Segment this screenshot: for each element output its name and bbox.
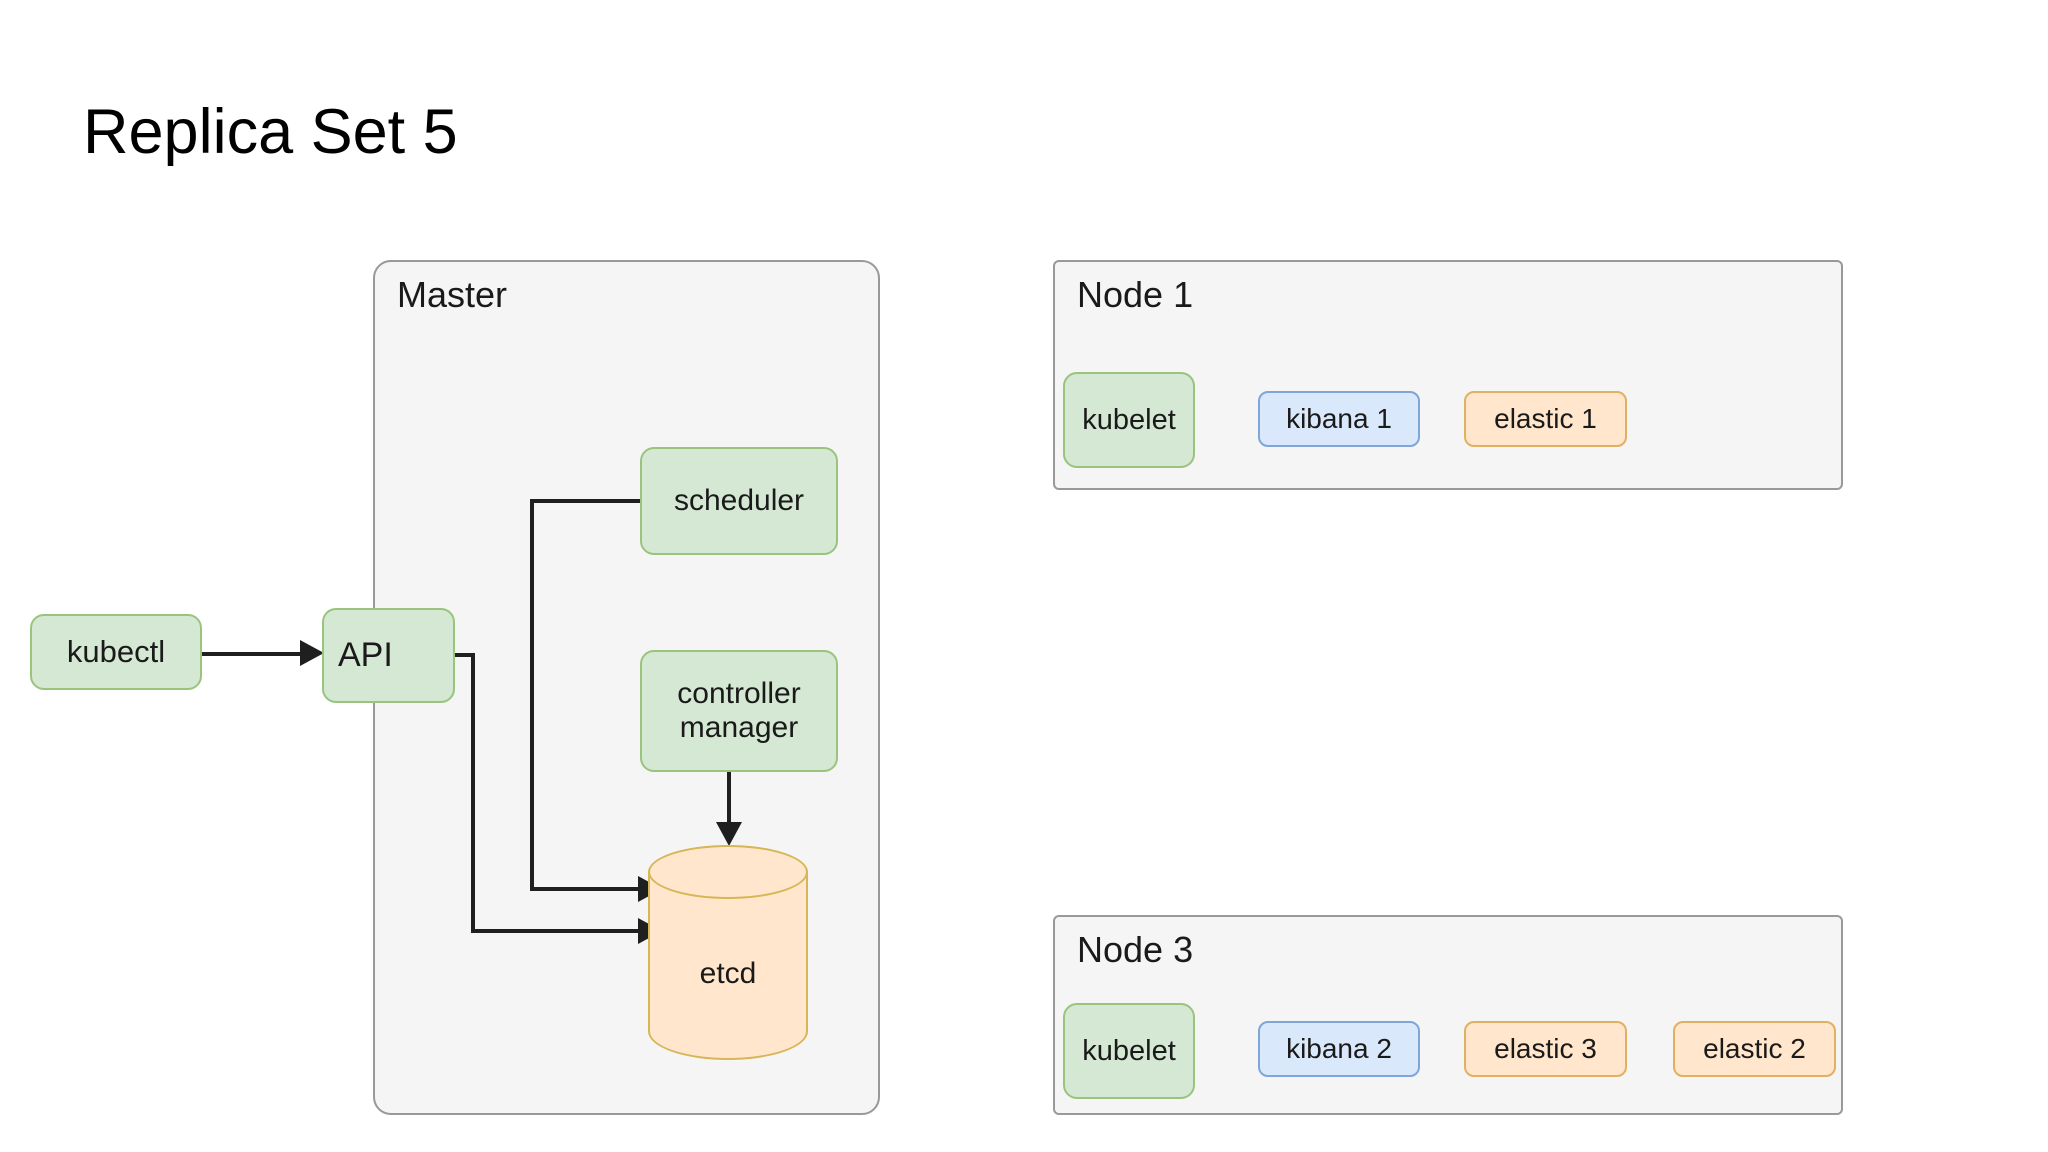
node-3-label: Node 3: [1077, 929, 1194, 970]
node-1-kubelet-box[interactable]: kubelet: [1063, 372, 1195, 468]
node-3-elastic-2-box[interactable]: elastic 2: [1673, 1021, 1836, 1077]
node-3-elastic-3-label: elastic 3: [1494, 1033, 1597, 1065]
kubectl-box[interactable]: kubectl: [30, 614, 202, 690]
api-label: API: [338, 636, 393, 675]
controller-manager-box[interactable]: controller manager: [640, 650, 838, 772]
master-label: Master: [397, 274, 508, 315]
scheduler-label: scheduler: [673, 484, 805, 518]
api-box[interactable]: API: [322, 608, 455, 703]
controller-manager-label-line2: manager: [679, 711, 799, 744]
connector-kubectl-to-api: [200, 652, 305, 656]
page-title: Replica Set 5: [83, 97, 458, 167]
node-3-kibana-label: kibana 2: [1286, 1033, 1392, 1065]
node-1-elastic-label: elastic 1: [1494, 403, 1597, 435]
connector-api-down: [471, 653, 475, 933]
node-3-elastic-3-box[interactable]: elastic 3: [1464, 1021, 1627, 1077]
etcd-cylinder-body: [648, 871, 808, 1060]
node-3-kubelet-label: kubelet: [1082, 1034, 1176, 1067]
connector-scheduler-down: [530, 499, 534, 891]
controller-manager-label-line1: controller: [677, 677, 801, 711]
node-3-kibana-box[interactable]: kibana 2: [1258, 1021, 1420, 1077]
node-1-elastic-box[interactable]: elastic 1: [1464, 391, 1627, 447]
node-3-elastic-2-label: elastic 2: [1703, 1033, 1806, 1065]
connector-scheduler-stub: [530, 499, 642, 503]
arrowhead-controller-to-etcd: [716, 822, 742, 846]
etcd-cylinder[interactable]: etcd: [648, 845, 808, 1060]
node-1-kibana-box[interactable]: kibana 1: [1258, 391, 1420, 447]
node-1-label: Node 1: [1077, 274, 1194, 315]
connector-scheduler-to-etcd: [530, 887, 648, 891]
connector-api-stub: [455, 653, 475, 657]
node-3-kubelet-box[interactable]: kubelet: [1063, 1003, 1195, 1099]
scheduler-box[interactable]: scheduler: [640, 447, 838, 555]
connector-controller-to-etcd: [727, 770, 731, 842]
node-1-kubelet-label: kubelet: [1082, 403, 1176, 436]
etcd-label: etcd: [699, 956, 757, 990]
kubectl-label: kubectl: [66, 633, 166, 669]
arrowhead-kubectl-to-api: [300, 640, 324, 666]
connector-api-to-etcd: [471, 929, 648, 933]
etcd-cylinder-top: [648, 845, 808, 899]
node-1-kibana-label: kibana 1: [1286, 403, 1392, 435]
